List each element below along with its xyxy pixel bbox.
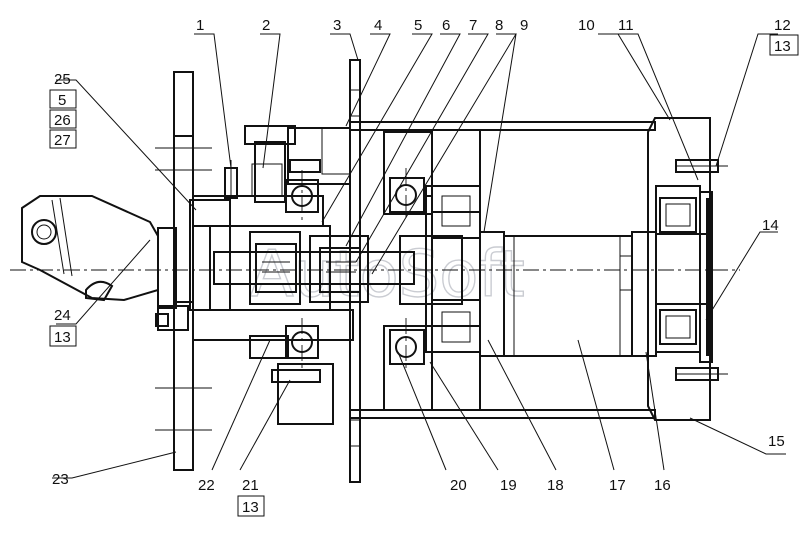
callout-16: 16 xyxy=(654,477,671,494)
callout-12-sub: 13 xyxy=(774,38,791,55)
callout-1: 1 xyxy=(196,17,204,34)
callout-25-item-26: 26 xyxy=(54,112,71,129)
callout-labels: 1 2 3 4 5 6 7 8 9 10 11 12 13 14 15 20 1… xyxy=(49,17,799,517)
bolts xyxy=(155,159,728,383)
callout-11: 11 xyxy=(618,17,634,34)
callout-3: 3 xyxy=(333,17,341,34)
callout-7: 7 xyxy=(469,17,477,34)
callout-23: 23 xyxy=(52,471,69,488)
callout-24-sub: 13 xyxy=(54,329,71,346)
callout-20: 20 xyxy=(450,477,467,494)
callout-6: 6 xyxy=(442,17,450,34)
callout-24: 24 xyxy=(54,307,71,324)
callout-4: 4 xyxy=(374,17,382,34)
callout-5: 5 xyxy=(414,17,422,34)
callout-22: 22 xyxy=(198,477,215,494)
end-support xyxy=(647,117,713,421)
callout-8: 8 xyxy=(495,17,503,34)
callout-25-item-5: 5 xyxy=(58,92,66,109)
callout-18: 18 xyxy=(547,477,564,494)
adapter-housing xyxy=(192,125,354,425)
callout-2: 2 xyxy=(262,17,270,34)
callout-14: 14 xyxy=(762,217,779,234)
callout-10: 10 xyxy=(578,17,595,34)
callout-15: 15 xyxy=(768,433,785,450)
callout-25-item-27: 27 xyxy=(54,132,71,149)
callout-9: 9 xyxy=(520,17,528,34)
callout-21: 21 xyxy=(242,477,259,494)
callout-19: 19 xyxy=(500,477,517,494)
leader-lines xyxy=(52,33,786,479)
hydraulic-motor xyxy=(21,195,231,331)
gearbox-body xyxy=(479,231,657,357)
callout-25: 25 xyxy=(54,71,71,88)
flange-plate xyxy=(155,71,212,471)
callout-12: 12 xyxy=(774,17,791,34)
callout-21-sub: 13 xyxy=(242,499,259,516)
drum-shell xyxy=(349,121,656,419)
callout-17: 17 xyxy=(609,477,626,494)
